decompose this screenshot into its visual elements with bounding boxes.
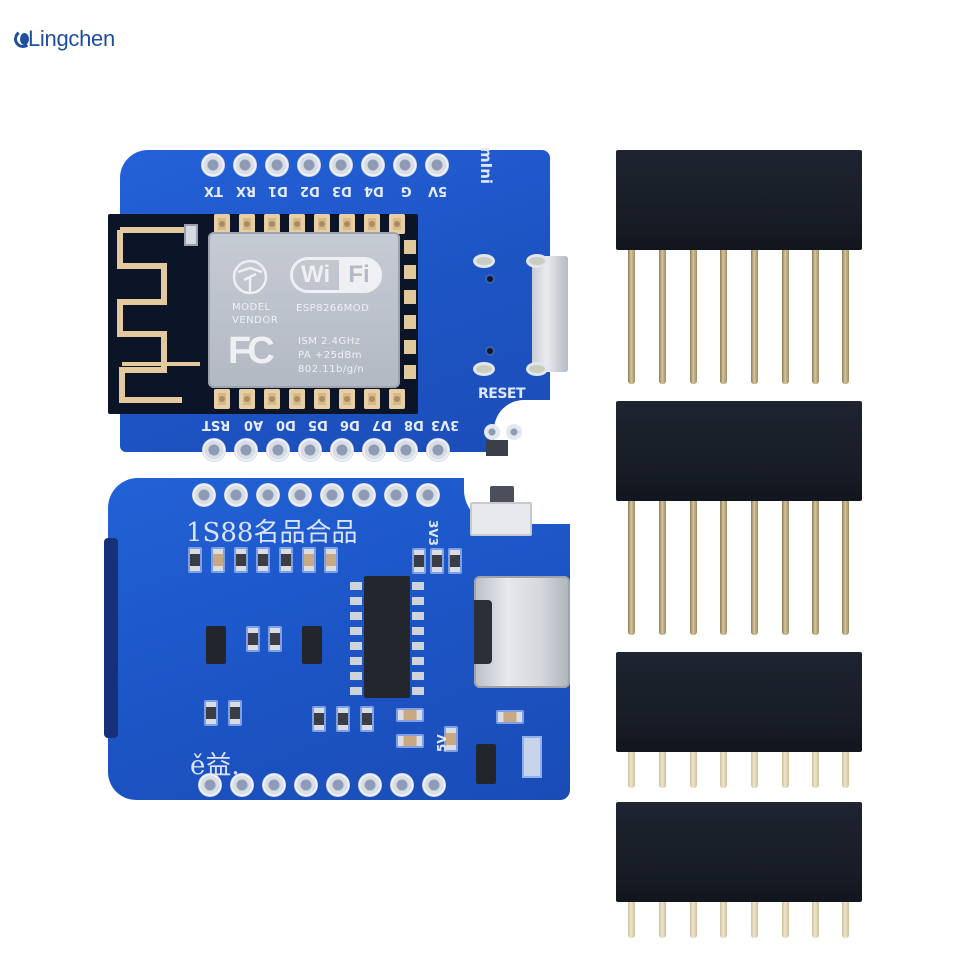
reset-button[interactable] xyxy=(486,440,508,456)
via-hole xyxy=(485,346,495,356)
pin-pad xyxy=(201,153,225,177)
resistor xyxy=(336,706,350,732)
diode xyxy=(522,736,542,778)
lingchen-logo-icon xyxy=(12,28,34,50)
vendor-label: VENDOR xyxy=(232,315,279,326)
brand-name: Lingchen xyxy=(28,26,115,51)
solder-pad xyxy=(526,362,548,376)
usb-serial-chip xyxy=(364,576,410,698)
model-label: MODEL xyxy=(232,302,271,313)
telec-certification-icon xyxy=(232,259,268,295)
board-model-label: mIni xyxy=(477,147,495,185)
voltage-regulator xyxy=(476,744,496,784)
5v-label: 5V xyxy=(435,734,449,752)
solder-pad xyxy=(473,362,495,376)
pin-pad xyxy=(425,153,449,177)
pin-label-a0: A0 xyxy=(244,417,264,432)
pin-label-d6: D6 xyxy=(340,417,360,432)
pin-label-d2: D2 xyxy=(300,183,320,198)
resistor xyxy=(204,700,218,726)
pin-label-g: G xyxy=(401,183,412,198)
fcc-logo: FC xyxy=(228,330,275,372)
via-hole xyxy=(485,274,495,284)
spec-line-1: ISM 2.4GHz xyxy=(298,336,361,347)
pin-header-long-2 xyxy=(616,401,862,637)
pin-label-rx: RX xyxy=(236,183,257,198)
pin-label-d3: D3 xyxy=(332,183,352,198)
reset-label: RESET xyxy=(478,386,526,402)
pin-label-5v: 5V xyxy=(428,183,448,198)
capacitor xyxy=(396,708,424,722)
usb-c-connector[interactable] xyxy=(474,576,570,688)
power-switch[interactable] xyxy=(470,502,532,536)
pin-pad xyxy=(233,153,257,177)
pin-label-tx: TX xyxy=(204,183,223,198)
chip-name: ESP8266MOD xyxy=(296,303,370,314)
capacitor xyxy=(396,734,424,748)
pin-pad xyxy=(329,153,353,177)
solder-pad xyxy=(526,254,548,268)
spec-line-3: 802.11b/g/n xyxy=(298,364,365,375)
pin-pad xyxy=(393,153,417,177)
reset-pad xyxy=(506,424,522,440)
reset-pad xyxy=(484,424,500,440)
pcb-antenna-icon xyxy=(117,227,200,403)
pin-header-short-1 xyxy=(616,652,862,788)
transistor xyxy=(302,626,322,664)
pin-label-d0: D0 xyxy=(276,417,296,432)
transistor xyxy=(206,626,226,664)
resistor xyxy=(360,706,374,732)
solder-pad xyxy=(473,254,495,268)
watermark-text-top: 1S88名品合品 xyxy=(186,518,358,548)
pin-label-d8: D8 xyxy=(404,417,424,432)
capacitor xyxy=(496,710,524,724)
pin-label-rst: RST xyxy=(202,417,231,432)
pin-label-3v3: 3V3 xyxy=(431,417,460,432)
pin-pad xyxy=(297,153,321,177)
capacitor xyxy=(444,726,458,752)
resistor xyxy=(246,626,260,652)
pin-label-d1: D1 xyxy=(268,183,288,198)
pin-label-d5: D5 xyxy=(308,417,328,432)
pin-header-long-1 xyxy=(616,150,862,386)
pin-label-d4: D4 xyxy=(364,183,384,198)
micro-usb-connector xyxy=(532,256,568,372)
led-indicator xyxy=(184,224,198,246)
pin-header-short-2 xyxy=(616,802,862,938)
pin-pad xyxy=(361,153,385,177)
pin-pad xyxy=(265,153,289,177)
brand-watermark: Lingchen xyxy=(12,26,115,52)
resistor xyxy=(268,626,282,652)
pin-label-d7: D7 xyxy=(372,417,392,432)
resistor xyxy=(312,706,326,732)
resistor xyxy=(228,700,242,726)
power-switch-knob[interactable] xyxy=(490,486,514,504)
spec-line-2: PA +25dBm xyxy=(298,350,362,361)
wifi-logo: Wi Fi xyxy=(290,257,382,293)
3v3-label: 3V3 xyxy=(426,520,440,546)
